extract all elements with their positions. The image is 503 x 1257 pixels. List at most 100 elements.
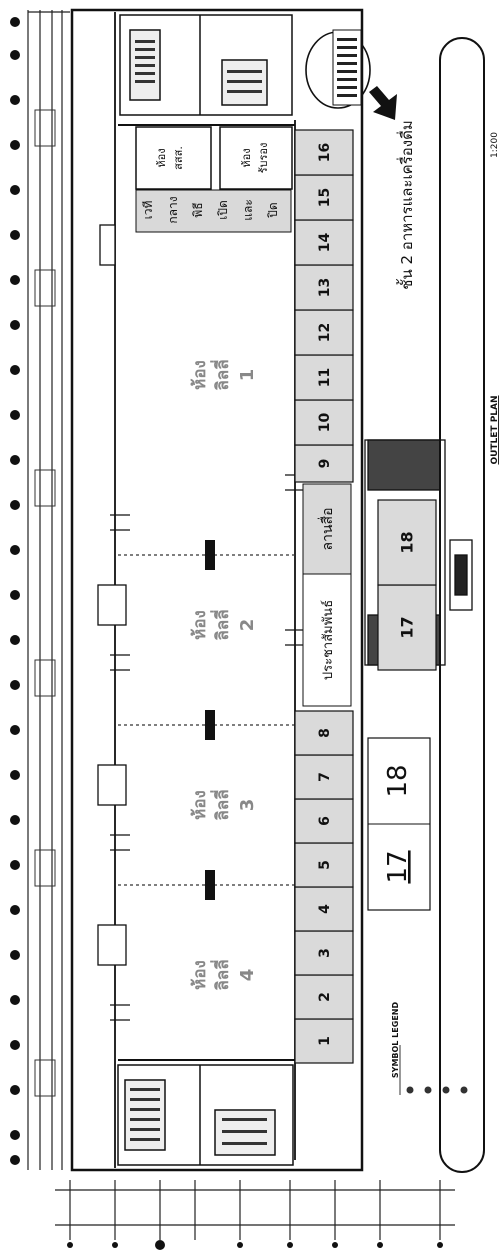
press-area xyxy=(302,483,352,575)
room-label-2: ห้อง ลิลลี่ 2 xyxy=(190,609,258,640)
booth-2: 2 xyxy=(294,974,354,1020)
room-label-2-name: ห้อง xyxy=(190,610,210,640)
booths-lower: 1 2 3 4 5 6 7 8 xyxy=(294,710,354,1064)
booth-number: 14 xyxy=(317,233,333,253)
office-label: ห้อง สสส. xyxy=(155,146,185,170)
booth-box xyxy=(294,710,354,756)
room-label-4-num: 4 xyxy=(237,969,258,982)
booth-number: 6 xyxy=(317,816,333,826)
booth-box xyxy=(294,974,354,1020)
booth-number: 1 xyxy=(317,1036,333,1046)
room-label-1-sub: ลิลลี่ xyxy=(210,359,233,390)
booth-6: 6 xyxy=(294,798,354,844)
booth-15: 15 xyxy=(294,174,354,221)
booth-box xyxy=(294,754,354,800)
scale-label: 1:200 xyxy=(490,132,500,158)
office-line-2: สสส. xyxy=(172,146,185,170)
booth-outline-17: 17 xyxy=(383,850,413,883)
booth-number: 2 xyxy=(317,992,333,1002)
booth-17: 17 xyxy=(377,584,437,671)
pr-area xyxy=(302,573,352,707)
booth-3: 3 xyxy=(294,930,354,976)
pr-label: ประชาสัมพันธ์ xyxy=(320,600,336,680)
office-line-1: ห้อง xyxy=(155,148,168,167)
booth-number: 10 xyxy=(317,413,333,433)
booth-number: 3 xyxy=(317,948,333,958)
stage-line-1: เวที xyxy=(141,201,155,220)
booth-number: 17 xyxy=(398,616,417,638)
room-label-2-sub: ลิลลี่ xyxy=(210,609,233,640)
stage-area xyxy=(135,189,292,233)
room-label-4: ห้อง ลิลลี่ 4 xyxy=(190,959,258,990)
booth-number: 18 xyxy=(398,531,417,553)
booth-box xyxy=(294,1018,354,1064)
stage-line-6: ปิด xyxy=(266,202,280,218)
column-grid-dots xyxy=(10,17,20,1165)
booth-box xyxy=(294,842,354,888)
stair-block xyxy=(332,29,362,106)
booth-number: 16 xyxy=(317,143,333,162)
booth-box xyxy=(294,129,354,176)
bottom-stair-hatch xyxy=(130,1088,267,1145)
reception-line-2: รับรอง xyxy=(257,143,270,174)
booth-box xyxy=(294,309,354,356)
booth-box xyxy=(294,399,354,446)
booth-box xyxy=(294,219,354,266)
booth-4: 4 xyxy=(294,886,354,932)
stair-steps xyxy=(337,38,357,97)
room-label-4-sub: ลิลลี่ xyxy=(210,959,233,990)
stage-line-3: พิธี xyxy=(191,202,205,217)
window-marks xyxy=(34,109,56,1097)
dimension-bars xyxy=(55,1180,455,1240)
booth-10: 10 xyxy=(294,399,354,446)
symbol-legend xyxy=(399,1045,468,1095)
arrow-icon xyxy=(369,86,397,120)
top-stair-hatch xyxy=(135,40,262,93)
stage-line-4: เปิด xyxy=(216,200,230,220)
bottom-service-block xyxy=(117,1064,294,1166)
booth-box xyxy=(377,499,437,586)
room-label-3-num: 3 xyxy=(237,799,258,812)
stage-label: เวที กลาง พิธี เปิด และ ปิด xyxy=(141,196,280,223)
room-label-3-sub: ลิลลี่ xyxy=(210,789,233,820)
booth-box xyxy=(294,264,354,311)
wall-doors xyxy=(110,474,305,1021)
booth-13: 13 xyxy=(294,264,354,311)
booth-number: 15 xyxy=(317,188,333,207)
legend-title: SYMBOL LEGEND xyxy=(391,1002,400,1079)
booth-9: 9 xyxy=(294,444,354,483)
walkway-track xyxy=(439,37,485,1173)
booth-16: 16 xyxy=(294,129,354,176)
booth-18: 18 xyxy=(377,499,437,586)
booth-number: 12 xyxy=(317,323,333,342)
room-label-4-name: ห้อง xyxy=(190,960,210,990)
booth-12: 12 xyxy=(294,309,354,356)
booth-number: 13 xyxy=(317,278,333,297)
outlet-plan-title: OUTLET PLAN xyxy=(490,395,500,464)
room-label-1-num: 1 xyxy=(237,369,258,382)
room-label-3: ห้อง ลิลลี่ 3 xyxy=(190,789,258,820)
booth-8: 8 xyxy=(294,710,354,756)
booth-number: 9 xyxy=(317,459,333,469)
room-label-1: ห้อง ลิลลี่ 1 xyxy=(190,359,258,390)
dimension-dots xyxy=(67,1240,443,1250)
booth-7: 7 xyxy=(294,754,354,800)
booth-number: 7 xyxy=(317,772,333,782)
booth-box xyxy=(377,584,437,671)
reception-line-1: ห้อง xyxy=(240,148,253,167)
reception-label: ห้อง รับรอง xyxy=(240,143,270,174)
floor-caption: ชั้น 2 อาหารและเครื่องดื่ม xyxy=(396,120,416,289)
room-label-1-name: ห้อง xyxy=(190,360,210,390)
entrance-canopies xyxy=(97,224,127,966)
booth-number: 8 xyxy=(317,728,333,738)
outer-grid-lines xyxy=(27,10,70,1170)
booth-number: 5 xyxy=(317,860,333,870)
booth-5: 5 xyxy=(294,842,354,888)
small-rooms xyxy=(135,126,293,190)
press-label: ลานสื่อ xyxy=(318,508,336,551)
stage-line-2: กลาง xyxy=(166,196,180,223)
